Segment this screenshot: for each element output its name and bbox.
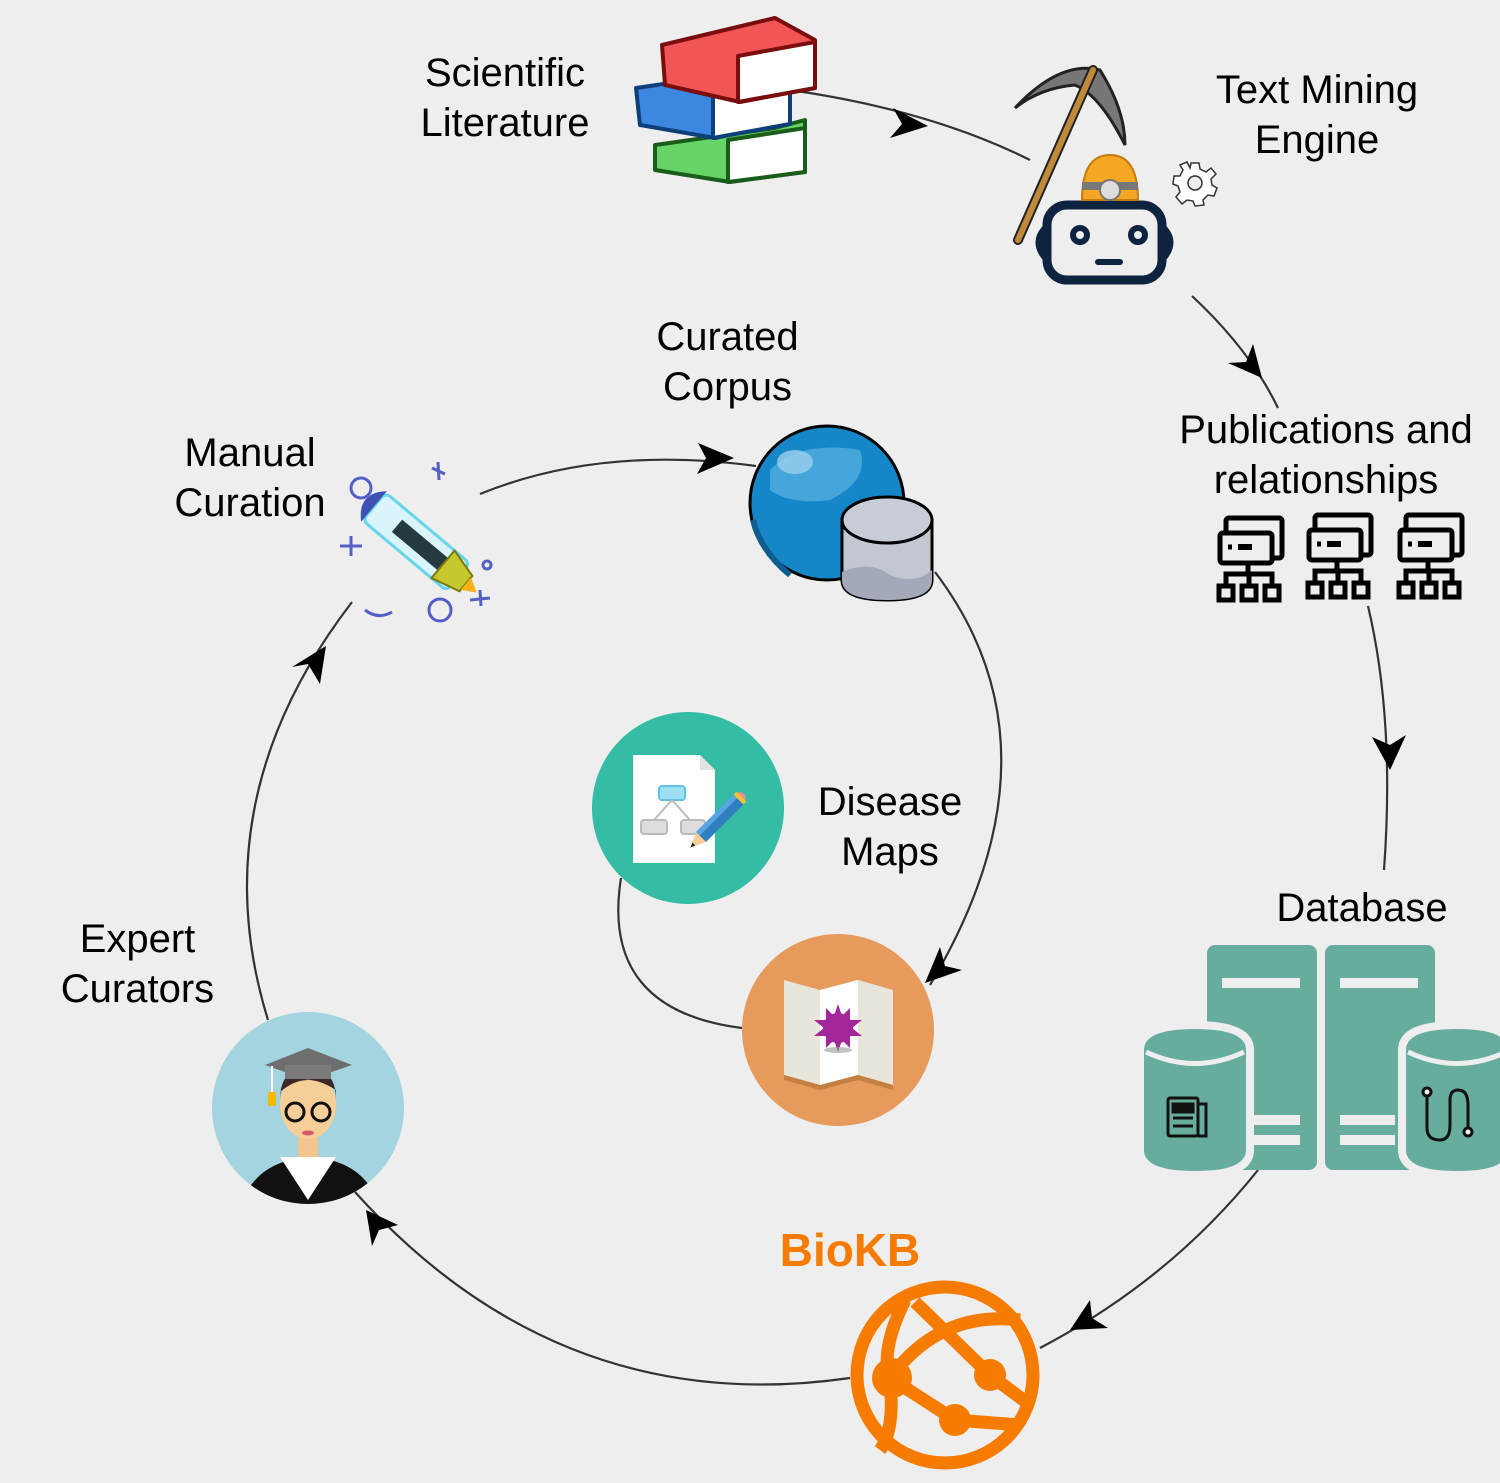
label-disease-maps: Disease Maps	[817, 780, 963, 874]
arrowheads	[292, 108, 1406, 1330]
label-manual-curation: Manual Curation	[174, 431, 326, 525]
arrowhead	[890, 108, 928, 138]
label-curated-corpus: Curated Corpus	[656, 315, 799, 409]
robot-miner-icon	[1013, 65, 1174, 285]
arrowhead	[292, 646, 326, 684]
label-publications-relationships: Publications and relationships	[1179, 408, 1473, 502]
books-icon	[634, 16, 817, 184]
edge-corpus-to-diseasemap	[929, 571, 1003, 986]
label-expert-curators: Expert Curators	[60, 917, 215, 1011]
arrowhead	[925, 947, 962, 983]
folded-map-virus-icon	[742, 934, 934, 1126]
edge-diseasemaps-to-foldedmap	[617, 877, 743, 1030]
label-biokb: BioKB	[779, 1224, 921, 1276]
label-text-mining-engine: Text Mining Engine	[1215, 68, 1419, 162]
arrowhead	[1372, 735, 1406, 770]
pen-icon	[340, 461, 493, 623]
edge-biokb-to-curators	[354, 1191, 851, 1386]
newspaper-icon	[1166, 1096, 1208, 1138]
arrowhead	[1070, 1300, 1108, 1330]
path-icon	[1421, 1086, 1474, 1142]
network-hierarchy-icon-group	[1216, 512, 1465, 603]
network-hierarchy-icon	[1216, 515, 1285, 603]
diagram-edit-icon	[592, 712, 784, 904]
label-database: Database	[1276, 886, 1448, 930]
graduate-avatar-icon	[212, 1012, 404, 1204]
database-servers-icon	[1136, 945, 1500, 1180]
edge-publications-to-database	[1366, 605, 1389, 871]
edge-database-to-biokb	[1039, 1169, 1259, 1349]
edge-literature-to-textmining	[789, 88, 1031, 161]
network-hierarchy-icon	[1396, 512, 1465, 600]
arrowhead	[1228, 344, 1262, 378]
arrowhead	[697, 443, 734, 474]
label-scientific-literature: Scientific Literature	[420, 51, 590, 145]
edge-textmining-to-publications	[1191, 295, 1279, 409]
globe-database-icon	[748, 424, 934, 602]
edges	[245, 88, 1389, 1386]
globe-network-icon	[850, 1280, 1040, 1470]
arrowhead	[366, 1210, 398, 1246]
gear-icon	[1172, 161, 1218, 207]
network-hierarchy-icon	[1305, 512, 1374, 600]
